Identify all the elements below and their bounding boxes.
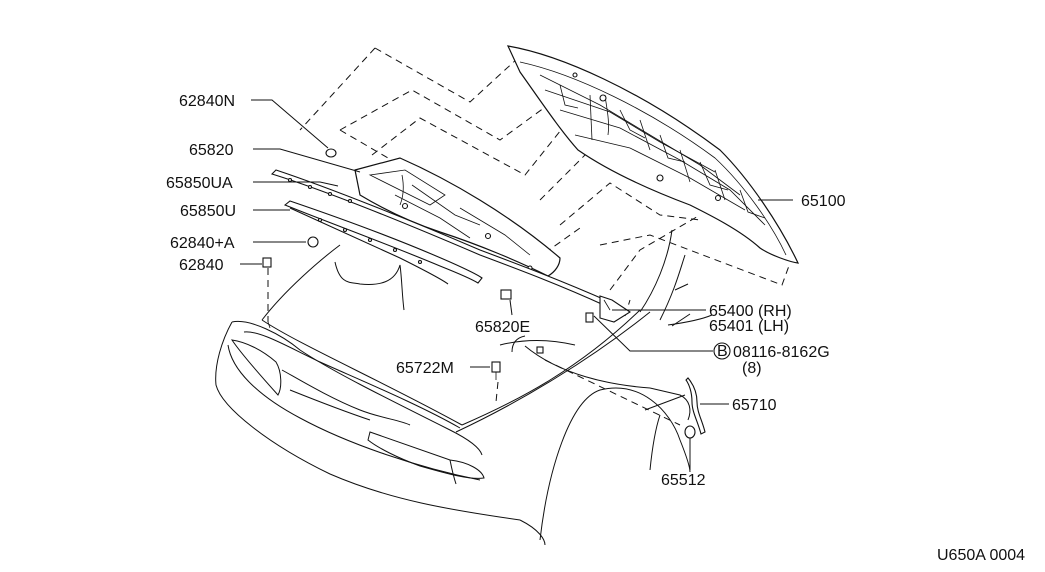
- hood-seal-lower: [283, 200, 483, 285]
- fasteners: [262, 148, 706, 439]
- callout-65722M[interactable]: 65722M: [396, 360, 454, 377]
- bolt-symbol-icon: B: [713, 342, 731, 360]
- callout-65850U[interactable]: 65850U: [180, 203, 236, 220]
- callout-62840A[interactable]: 62840+A: [170, 235, 235, 252]
- callout-65512[interactable]: 65512: [661, 472, 706, 489]
- callout-bolt-quantity: (8): [742, 360, 762, 377]
- figure-code: U650A 0004: [937, 547, 1025, 564]
- callout-62840[interactable]: 62840: [179, 257, 224, 274]
- car-body: [215, 229, 713, 546]
- callout-65100[interactable]: 65100: [801, 193, 846, 210]
- callout-65850UA[interactable]: 65850UA: [166, 175, 233, 192]
- callout-65401[interactable]: 65401 (LH): [709, 318, 789, 335]
- hood-panel: [506, 45, 800, 264]
- leader-lines: [240, 99, 793, 470]
- callout-65820[interactable]: 65820: [189, 142, 234, 159]
- svg-text:B: B: [717, 343, 728, 360]
- callout-65710[interactable]: 65710: [732, 397, 777, 414]
- callout-65400[interactable]: 65400 (RH): [709, 303, 792, 320]
- callout-bolt[interactable]: 08116-8162G: [733, 344, 830, 361]
- callout-62840N[interactable]: 62840N: [179, 93, 235, 110]
- hood-insulator: [354, 157, 561, 277]
- callout-65820E[interactable]: 65820E: [475, 319, 530, 336]
